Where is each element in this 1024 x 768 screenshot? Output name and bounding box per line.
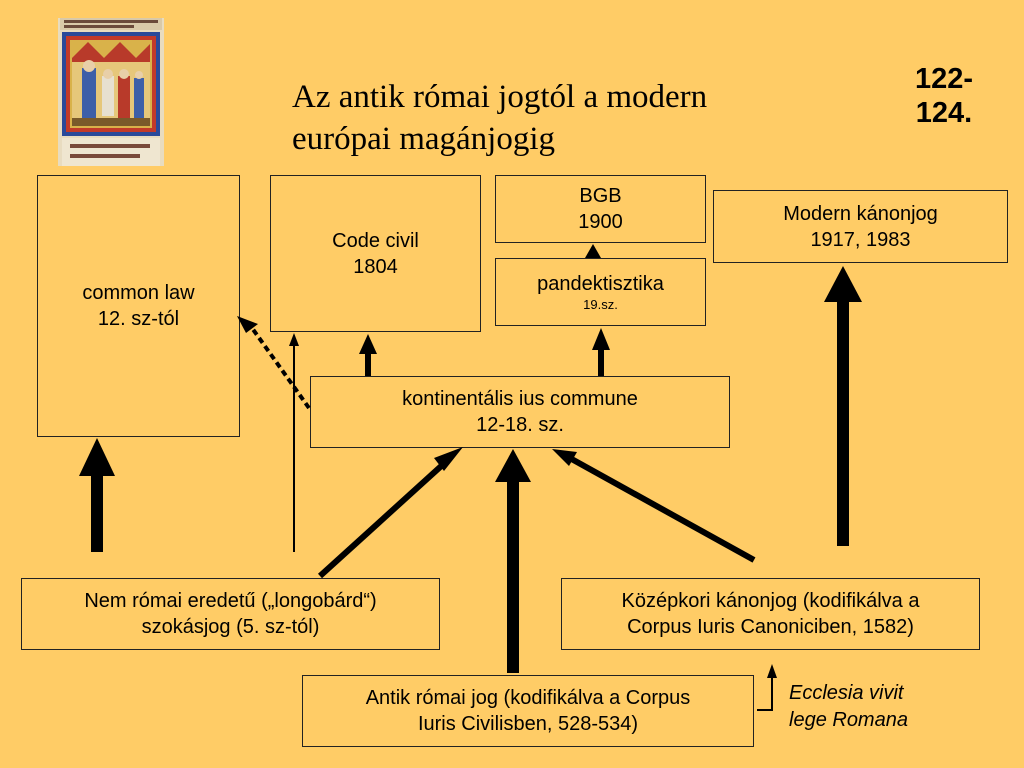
arrow-szokasjog-to-ius-commune: [317, 447, 463, 579]
box-bgb-line-2: 1900: [578, 211, 623, 233]
ecclesia-note-line-1: Ecclesia vivit: [789, 682, 904, 704]
arrow-kozepkori-to-ius-commune: [552, 449, 756, 563]
box-code-civil-line-1: Code civil: [332, 229, 419, 252]
box-ius-commune: kontinentális ius commune 12-18. sz.: [310, 376, 730, 448]
ecclesia-note: Ecclesia vivit lege Romana: [789, 680, 969, 734]
box-antik-romai-jog-line-1: Antik római jog (kodifikálva a Corpus: [365, 687, 691, 709]
manuscript-miniature-image: [58, 18, 164, 166]
slide-title-line-1: Az antik római jogtól a modern: [292, 79, 708, 115]
box-antik-romai-jog: Antik római jog (kodifikálva a Corpus Iu…: [302, 675, 754, 747]
arrow-ius-commune-to-pandektisztika: [592, 328, 610, 376]
box-common-law-line-1: common law: [82, 282, 195, 304]
arrow-thin-to-code-civil: [289, 333, 299, 552]
box-code-civil-line-2: 1804: [353, 255, 398, 278]
box-bgb: BGB 1900: [495, 175, 706, 243]
box-pandektisztika-line-1: pandektisztika: [537, 273, 664, 295]
page-reference: 122- 124.: [904, 62, 984, 130]
arrow-antik-romai-to-ius-commune: [495, 449, 531, 673]
box-bgb-line-1: BGB: [579, 185, 622, 207]
arrow-antik-to-kozepkori-bracket: [757, 664, 777, 711]
arrow-dotted-ius-commune-to-common-law: [237, 316, 311, 410]
slide-title-line-2: európai magánjogig: [292, 121, 556, 157]
box-pandektisztika: pandektisztika 19.sz.: [495, 258, 706, 326]
box-szokasjog: Nem római eredetű („longobárd“) szokásjo…: [21, 578, 440, 650]
box-modern-kanonjog: Modern kánonjog 1917, 1983: [713, 190, 1008, 263]
box-modern-kanonjog-line-1: Modern kánonjog: [783, 202, 938, 225]
box-kozepkori-kanonjog-line-1: Középkori kánonjog (kodifikálva a: [621, 590, 920, 612]
box-ius-commune-line-1: kontinentális ius commune: [402, 388, 638, 410]
arrow-szokasjog-to-common-law: [79, 438, 115, 552]
box-pandektisztika-line-2: 19.sz.: [583, 297, 618, 312]
arrow-ius-commune-to-code-civil: [359, 334, 377, 376]
box-szokasjog-line-2: szokásjog (5. sz-tól): [141, 616, 320, 638]
arrow-pandektisztika-to-bgb: [585, 244, 601, 258]
box-szokasjog-line-1: Nem római eredetű („longobárd“): [84, 590, 377, 612]
box-modern-kanonjog-line-2: 1917, 1983: [810, 228, 911, 251]
page-reference-line-1: 122-: [914, 63, 974, 95]
slide-title: Az antik római jogtól a modern európai m…: [292, 76, 852, 160]
box-code-civil: Code civil 1804: [270, 175, 481, 332]
arrow-kozepkori-to-modern-kanonjog: [824, 266, 862, 546]
ecclesia-note-line-2: lege Romana: [789, 709, 908, 731]
box-kozepkori-kanonjog-line-2: Corpus Iuris Canoniciben, 1582): [627, 616, 914, 638]
box-common-law: common law 12. sz-tól: [37, 175, 240, 437]
box-antik-romai-jog-line-2: Iuris Civilisben, 528-534): [417, 713, 639, 735]
box-ius-commune-line-2: 12-18. sz.: [476, 414, 564, 436]
box-kozepkori-kanonjog: Középkori kánonjog (kodifikálva a Corpus…: [561, 578, 980, 650]
box-common-law-line-2: 12. sz-tól: [97, 308, 180, 330]
page-reference-line-2: 124.: [915, 97, 973, 129]
